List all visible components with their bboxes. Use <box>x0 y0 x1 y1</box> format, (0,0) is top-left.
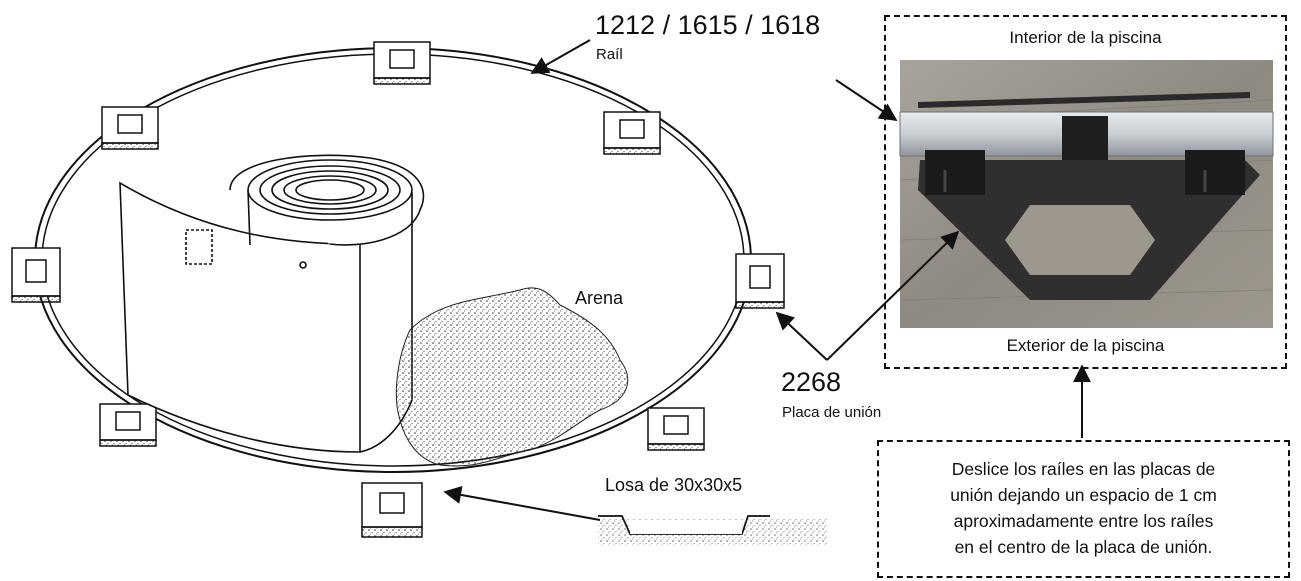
rail-name-label: Raíl <box>596 46 623 63</box>
note-line: aproximadamente entre los raíles <box>953 511 1214 531</box>
arrow-slab-to-plate <box>443 486 601 521</box>
joint-plate <box>373 41 431 85</box>
arrow-to-rail <box>530 39 591 74</box>
sand-pile <box>395 287 629 467</box>
joint-plate <box>99 403 157 447</box>
rolled-wall-sheet <box>119 154 425 453</box>
arrow-to-photo-plate <box>826 230 960 361</box>
arrow-to-plate <box>775 311 828 361</box>
photo-label-exterior: Exterior de la piscina <box>1006 336 1165 355</box>
note-line: unión dejando un espacio de 1 cm <box>950 485 1217 505</box>
joint-plate <box>647 407 705 451</box>
slab-in-ground-detail <box>598 515 828 545</box>
note-line: Deslice los raíles en las placas de <box>951 459 1216 479</box>
photo-label-interior: Interior de la piscina <box>1009 28 1162 47</box>
instruction-note: Deslice los raíles en las placas de unió… <box>879 456 1288 560</box>
joint-plate <box>735 253 785 309</box>
joint-plate <box>101 106 159 150</box>
rail-codes-label: 1212 / 1615 / 1618 <box>595 10 821 40</box>
arrows <box>443 39 1091 521</box>
photo-frame: Interior de la piscina Exterior de la pi… <box>884 15 1287 369</box>
joint-plate-photo <box>899 60 1274 328</box>
joint-plates <box>11 41 785 538</box>
plate-code-label: 2268 <box>781 367 842 397</box>
joint-plate <box>11 247 61 303</box>
sand-label: Arena <box>575 288 624 308</box>
joint-plate <box>603 111 661 155</box>
note-line: en el centro de la placa de unión. <box>954 537 1213 557</box>
joint-plate <box>361 482 423 538</box>
instruction-note-box: Deslice los raíles en las placas de unió… <box>877 440 1290 578</box>
plate-name-label: Placa de unión <box>782 404 882 421</box>
arrow-to-photo-rail <box>835 79 898 121</box>
slab-label: Losa de 30x30x5 <box>605 475 743 495</box>
